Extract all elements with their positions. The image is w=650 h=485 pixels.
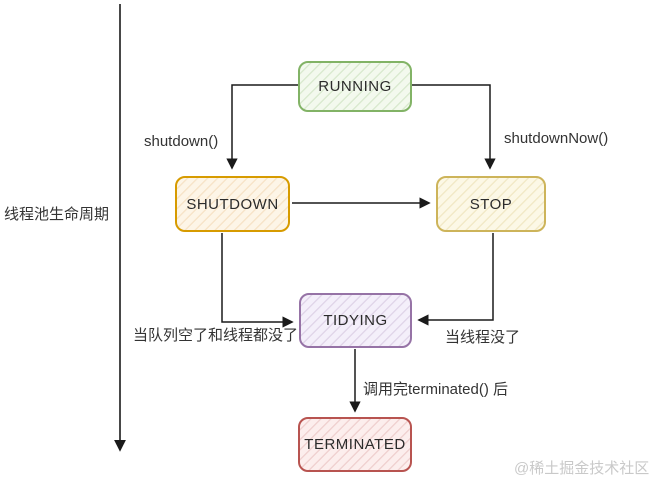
edge-label-threads-gone: 当线程没了 bbox=[445, 329, 521, 346]
state-label-running: RUNNING bbox=[318, 78, 392, 95]
edge-label-shutdownnow-call: shutdownNow() bbox=[504, 130, 609, 147]
edge-shutdown-tidying bbox=[221, 233, 294, 328]
state-label-stop: STOP bbox=[469, 195, 513, 213]
state-node-tidying: TIDYING bbox=[299, 293, 412, 348]
state-label-terminated: TERMINATED bbox=[304, 436, 406, 453]
edge-stop-tidying bbox=[417, 233, 494, 326]
edge-running-stop bbox=[412, 84, 496, 170]
edge-label-after-terminated: 调用完terminated() 后 bbox=[363, 381, 509, 398]
lifecycle-axis-label: 线程池生命周期 bbox=[4, 206, 110, 223]
state-node-terminated: TERMINATED bbox=[298, 417, 412, 472]
state-node-stop: STOP bbox=[436, 176, 546, 232]
edge-label-queue-empty: 当队列空了和线程都没了 bbox=[133, 327, 299, 344]
watermark-juejin-community: @稀土掘金技术社区 bbox=[514, 460, 650, 477]
state-label-tidying: TIDYING bbox=[323, 312, 388, 329]
state-node-running: RUNNING bbox=[298, 61, 412, 112]
edge-label-shutdown-call: shutdown() bbox=[144, 133, 219, 150]
state-node-shutdown: SHUTDOWN bbox=[175, 176, 290, 232]
edge-running-shutdown bbox=[226, 84, 298, 170]
state-label-shutdown: SHUTDOWN bbox=[186, 195, 279, 213]
